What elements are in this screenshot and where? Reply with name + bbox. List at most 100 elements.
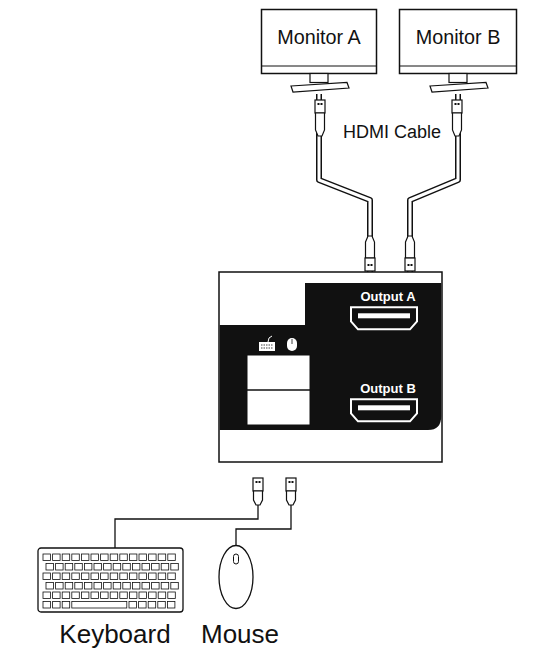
plug-pin: [259, 481, 261, 483]
plug-body: [254, 491, 263, 505]
key: [91, 554, 99, 561]
keyboard-body: [38, 548, 183, 612]
hdmi-plug: [365, 236, 375, 271]
monitor-outline: [398, 8, 518, 94]
key: [43, 602, 51, 609]
key: [43, 573, 51, 580]
key: [104, 583, 112, 590]
key: [56, 583, 64, 590]
key: [65, 564, 73, 571]
plug-pin: [292, 481, 294, 483]
usb-plug: [253, 478, 263, 505]
key: [142, 564, 150, 571]
key: [43, 592, 51, 599]
keyboard-icon-keys: [261, 345, 273, 346]
port-node: Output B: [346, 380, 430, 430]
key: [101, 554, 109, 561]
key: [129, 554, 137, 561]
usb-port-block: [247, 355, 310, 425]
plug-pin: [411, 264, 413, 266]
key: [167, 602, 175, 609]
key: [53, 554, 61, 561]
hdmi-port-outline: [351, 399, 417, 421]
mouse-drawing: [191, 540, 281, 612]
plug-head: [405, 258, 415, 271]
key: [72, 592, 80, 599]
key: [142, 583, 150, 590]
key: [75, 583, 83, 590]
key: [62, 592, 69, 599]
key: [101, 573, 109, 580]
hdmi-plug: [452, 100, 462, 136]
monitor-label: Monitor B: [398, 27, 518, 49]
key: [113, 583, 121, 590]
key: [110, 554, 118, 561]
key: [139, 592, 147, 599]
key: [152, 564, 160, 571]
key: [72, 573, 80, 580]
keyboard-node: Keyboard: [36, 546, 194, 656]
key: [129, 602, 137, 609]
monitor-base: [430, 83, 488, 93]
port-node: Output A: [346, 288, 430, 338]
key: [129, 592, 137, 599]
key: [139, 602, 147, 609]
plug-body: [453, 113, 462, 136]
key: [94, 583, 102, 590]
key: [81, 554, 89, 561]
key: [161, 583, 169, 590]
key: [168, 592, 176, 599]
key: [75, 564, 83, 571]
plug-body: [287, 491, 296, 505]
key: [149, 592, 157, 599]
plug-pin: [455, 103, 457, 105]
monitor-bezel: [262, 66, 377, 67]
key: [168, 554, 176, 561]
monitor-outline: [260, 8, 378, 94]
key: [62, 554, 69, 561]
hdmi-port-outline: [351, 307, 417, 329]
plug-body: [406, 236, 415, 258]
plug-body: [316, 113, 325, 136]
key: [56, 564, 64, 571]
mouse-node: Mouse: [191, 540, 289, 656]
mouse-icon-wheel: [292, 339, 293, 344]
plug-head: [315, 100, 325, 113]
plug-pin: [368, 264, 370, 266]
key: [81, 592, 89, 599]
key: [158, 573, 166, 580]
key: [161, 564, 169, 571]
plug-pin: [321, 103, 323, 105]
key: [120, 554, 128, 561]
key: [139, 573, 147, 580]
monitor-neck: [449, 74, 467, 83]
plug-pin: [256, 481, 258, 483]
key: [46, 583, 54, 590]
keyboard-icon: [259, 342, 275, 351]
plug-head: [253, 478, 263, 491]
plug-head: [452, 100, 462, 113]
monitor-node: Monitor B: [398, 8, 518, 94]
key: [110, 573, 118, 580]
port-label: Output A: [346, 290, 430, 304]
key: [152, 583, 160, 590]
key: [84, 583, 92, 590]
key: [168, 573, 176, 580]
key: [132, 583, 140, 590]
mouse-wheel: [234, 554, 239, 564]
key: [129, 573, 137, 580]
monitor-base: [291, 83, 349, 93]
key: [104, 564, 112, 571]
key: [65, 583, 73, 590]
key: [101, 592, 109, 599]
hdmi-plug: [315, 100, 325, 136]
plug-head: [286, 478, 296, 491]
key: [120, 592, 128, 599]
key: [110, 592, 118, 599]
keyboard-icon-keys: [261, 348, 273, 349]
hdmi-port-tongue: [358, 313, 410, 318]
key: [123, 583, 131, 590]
key: [53, 602, 61, 609]
key: [158, 602, 166, 609]
cable-label: HDMI Cable: [341, 122, 443, 144]
